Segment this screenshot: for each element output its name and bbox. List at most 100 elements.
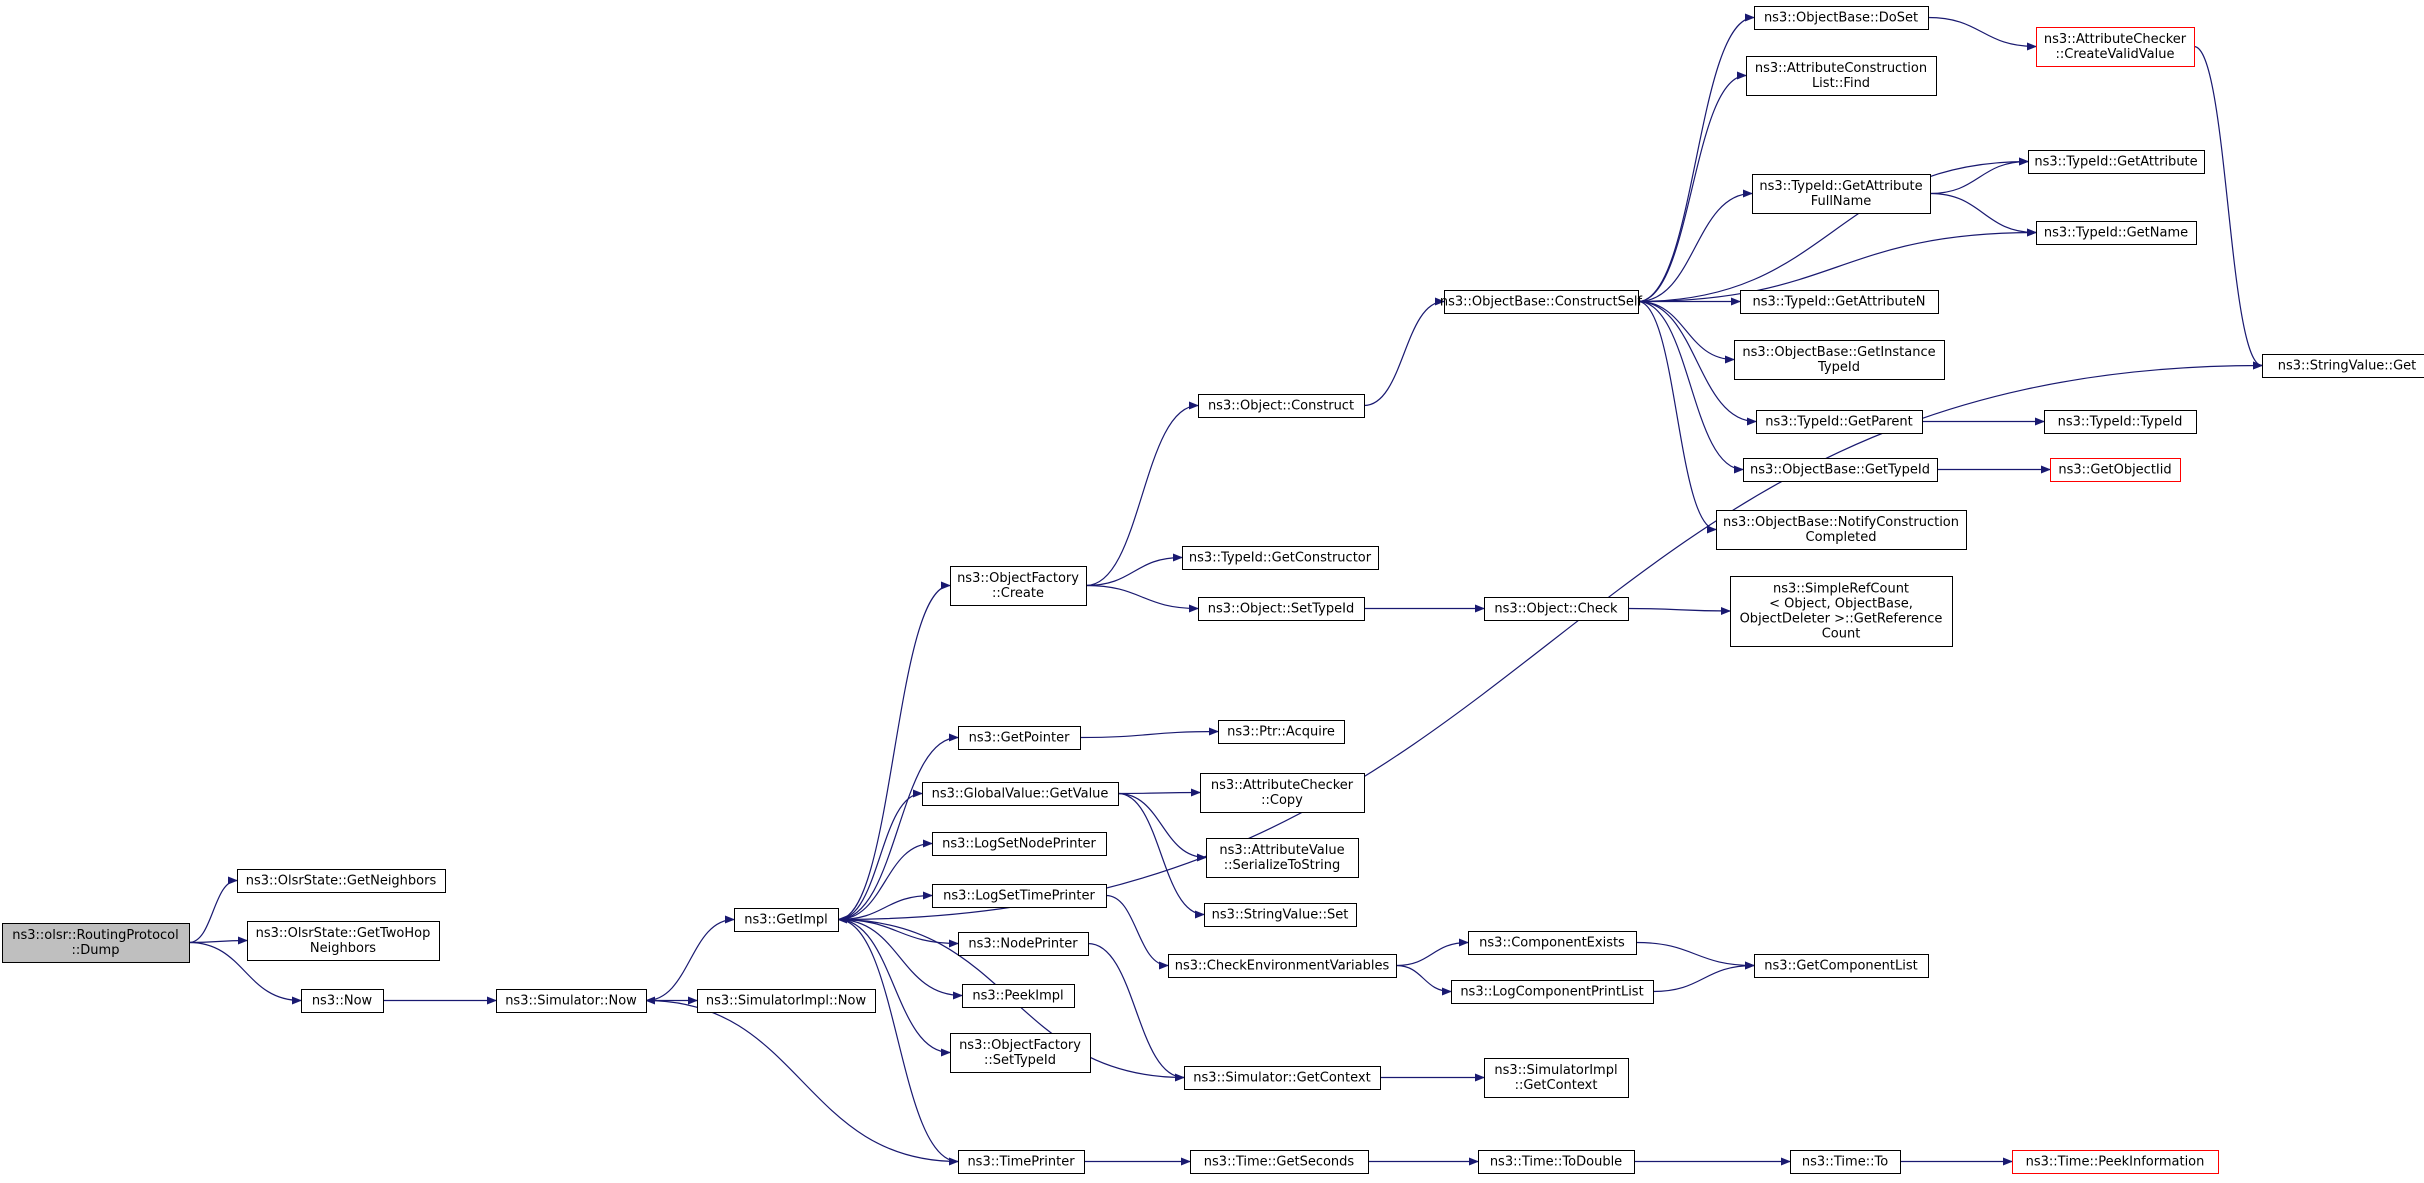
node-logcompprint[interactable]: ns3::LogComponentPrintList	[1451, 980, 1654, 1004]
node-timeprinter[interactable]: ns3::TimePrinter	[958, 1150, 1085, 1174]
node-label: ns3::Simulator::Now	[505, 994, 637, 1009]
node-simplerefcount[interactable]: ns3::SimpleRefCount< Object, ObjectBase,…	[1730, 576, 1953, 647]
node-peekinformation[interactable]: ns3::Time::PeekInformation	[2012, 1150, 2219, 1174]
node-box	[1743, 458, 1938, 482]
node-label: ns3::TypeId::TypeId	[2058, 415, 2183, 430]
edge-constructself-to-notifyconstruction	[1637, 300, 1717, 534]
edge-ofcreate-to-getconstructor	[1085, 553, 1183, 587]
node-accopy[interactable]: ns3::AttributeChecker::Copy	[1200, 773, 1365, 813]
node-getconstructor[interactable]: ns3::TypeId::GetConstructor	[1182, 546, 1379, 570]
node-ofsettypeid[interactable]: ns3::ObjectFactory::SetTypeId	[950, 1033, 1091, 1073]
node-label: ns3::AttributeChecker	[2044, 32, 2187, 47]
node-avserialize[interactable]: ns3::AttributeValue::SerializeToString	[1206, 838, 1359, 878]
node-getparent[interactable]: ns3::TypeId::GetParent	[1756, 410, 1923, 434]
node-notifyconstruction[interactable]: ns3::ObjectBase::NotifyConstructionCompl…	[1716, 510, 1967, 550]
node-box	[1752, 174, 1931, 214]
node-box	[2, 923, 190, 963]
node-simimplgetctx[interactable]: ns3::SimulatorImpl::GetContext	[1484, 1058, 1629, 1098]
edge-objcheck-to-simplerefcount	[1627, 606, 1731, 615]
node-box	[301, 989, 384, 1013]
node-box	[1168, 954, 1397, 978]
node-objconstruct[interactable]: ns3::Object::Construct	[1198, 394, 1365, 418]
node-box	[932, 832, 1107, 856]
node-createvalidvalue[interactable]: ns3::AttributeChecker::CreateValidValue	[2036, 27, 2195, 67]
node-box	[958, 1150, 1085, 1174]
node-gvgetvalue[interactable]: ns3::GlobalValue::GetValue	[922, 782, 1119, 806]
node-label: ns3::ObjectFactory	[957, 571, 1079, 586]
node-label: ns3::TimePrinter	[967, 1155, 1075, 1170]
node-getneighbors[interactable]: ns3::OlsrState::GetNeighbors	[237, 869, 446, 893]
edge-objconstruct-to-constructself	[1363, 297, 1445, 407]
edge-getimpl-to-svget	[837, 361, 2263, 921]
node-box	[2036, 221, 2197, 245]
node-label: ::Create	[992, 586, 1044, 601]
node-box	[734, 908, 839, 932]
node-getpointer[interactable]: ns3::GetPointer	[958, 726, 1081, 750]
node-getcomponentlist[interactable]: ns3::GetComponentList	[1754, 954, 1929, 978]
node-logsetnode[interactable]: ns3::LogSetNodePrinter	[932, 832, 1107, 856]
node-getobjectiid[interactable]: ns3::GetObjectIid	[2050, 458, 2181, 482]
edge-gvgetvalue-to-avserialize	[1117, 792, 1207, 862]
node-doset[interactable]: ns3::ObjectBase::DoSet	[1754, 6, 1929, 30]
node-box	[922, 782, 1119, 806]
node-box	[247, 921, 440, 961]
node-constructself[interactable]: ns3::ObjectBase::ConstructSelf	[1440, 290, 1643, 314]
node-nodeprinter[interactable]: ns3::NodePrinter	[958, 932, 1089, 956]
node-ofcreate[interactable]: ns3::ObjectFactory::Create	[950, 566, 1087, 606]
edge-checkenv-to-compexists	[1395, 938, 1469, 967]
node-objsettypeid[interactable]: ns3::Object::SetTypeId	[1198, 597, 1365, 621]
node-timetodouble[interactable]: ns3::Time::ToDouble	[1478, 1150, 1635, 1174]
edge-logcompprint-to-getcomponentlist	[1652, 961, 1755, 993]
node-typeidtypeid[interactable]: ns3::TypeId::TypeId	[2044, 410, 2197, 434]
node-timegetseconds[interactable]: ns3::Time::GetSeconds	[1190, 1150, 1369, 1174]
node-svget[interactable]: ns3::StringValue::Get	[2262, 354, 2424, 378]
node-box	[1200, 773, 1365, 813]
node-timeto[interactable]: ns3::Time::To	[1790, 1150, 1901, 1174]
edge-getimpl-to-ofcreate	[837, 581, 951, 921]
node-label: ns3::ObjectFactory	[959, 1038, 1081, 1053]
node-box	[962, 984, 1075, 1008]
edge-constructself-to-getattribute	[1637, 157, 2029, 303]
node-peekimpl[interactable]: ns3::PeekImpl	[962, 984, 1075, 1008]
node-label: ns3::Simulator::GetContext	[1193, 1071, 1370, 1086]
edge-constructself-to-getparent	[1637, 300, 1757, 426]
node-getattribute[interactable]: ns3::TypeId::GetAttribute	[2028, 150, 2205, 174]
node-getattributen[interactable]: ns3::TypeId::GetAttributeN	[1740, 290, 1939, 314]
node-label: ns3::ObjectBase::ConstructSelf	[1440, 295, 1643, 310]
node-box	[237, 869, 446, 893]
node-dump[interactable]: ns3::olsr::RoutingProtocol::Dump	[2, 923, 190, 963]
edge-constructself-to-aclfind	[1637, 71, 1747, 303]
node-box	[1754, 954, 1929, 978]
node-box	[1756, 410, 1923, 434]
node-svset[interactable]: ns3::StringValue::Set	[1204, 903, 1357, 927]
edge-constructself-to-getattrfullname	[1637, 189, 1753, 303]
node-obgettypeid[interactable]: ns3::ObjectBase::GetTypeId	[1743, 458, 1938, 482]
node-label: ns3::SimulatorImpl	[1494, 1063, 1617, 1078]
node-box	[2050, 458, 2181, 482]
node-label: ns3::Now	[312, 994, 373, 1009]
node-simnow[interactable]: ns3::Simulator::Now	[496, 989, 647, 1013]
node-box	[2028, 150, 2205, 174]
node-box	[1484, 597, 1629, 621]
node-now[interactable]: ns3::Now	[301, 989, 384, 1013]
edge-ofcreate-to-objconstruct	[1085, 401, 1199, 587]
edge-createvalidvalue-to-svget	[2193, 45, 2263, 370]
node-getname[interactable]: ns3::TypeId::GetName	[2036, 221, 2197, 245]
node-ptracquire[interactable]: ns3::Ptr::Acquire	[1218, 720, 1345, 744]
node-logsettime[interactable]: ns3::LogSetTimePrinter	[932, 884, 1107, 908]
node-getimpl[interactable]: ns3::GetImpl	[734, 908, 839, 932]
node-label: ns3::Time::PeekInformation	[2026, 1155, 2205, 1170]
node-simgetcontext[interactable]: ns3::Simulator::GetContext	[1184, 1066, 1381, 1090]
node-compexists[interactable]: ns3::ComponentExists	[1468, 931, 1637, 955]
node-objcheck[interactable]: ns3::Object::Check	[1484, 597, 1629, 621]
node-simimplnow[interactable]: ns3::SimulatorImpl::Now	[697, 989, 876, 1013]
node-checkenv[interactable]: ns3::CheckEnvironmentVariables	[1168, 954, 1397, 978]
node-label: ns3::ObjectBase::DoSet	[1764, 11, 1918, 26]
node-label: Neighbors	[310, 941, 376, 956]
node-label: ::GetContext	[1515, 1078, 1598, 1093]
